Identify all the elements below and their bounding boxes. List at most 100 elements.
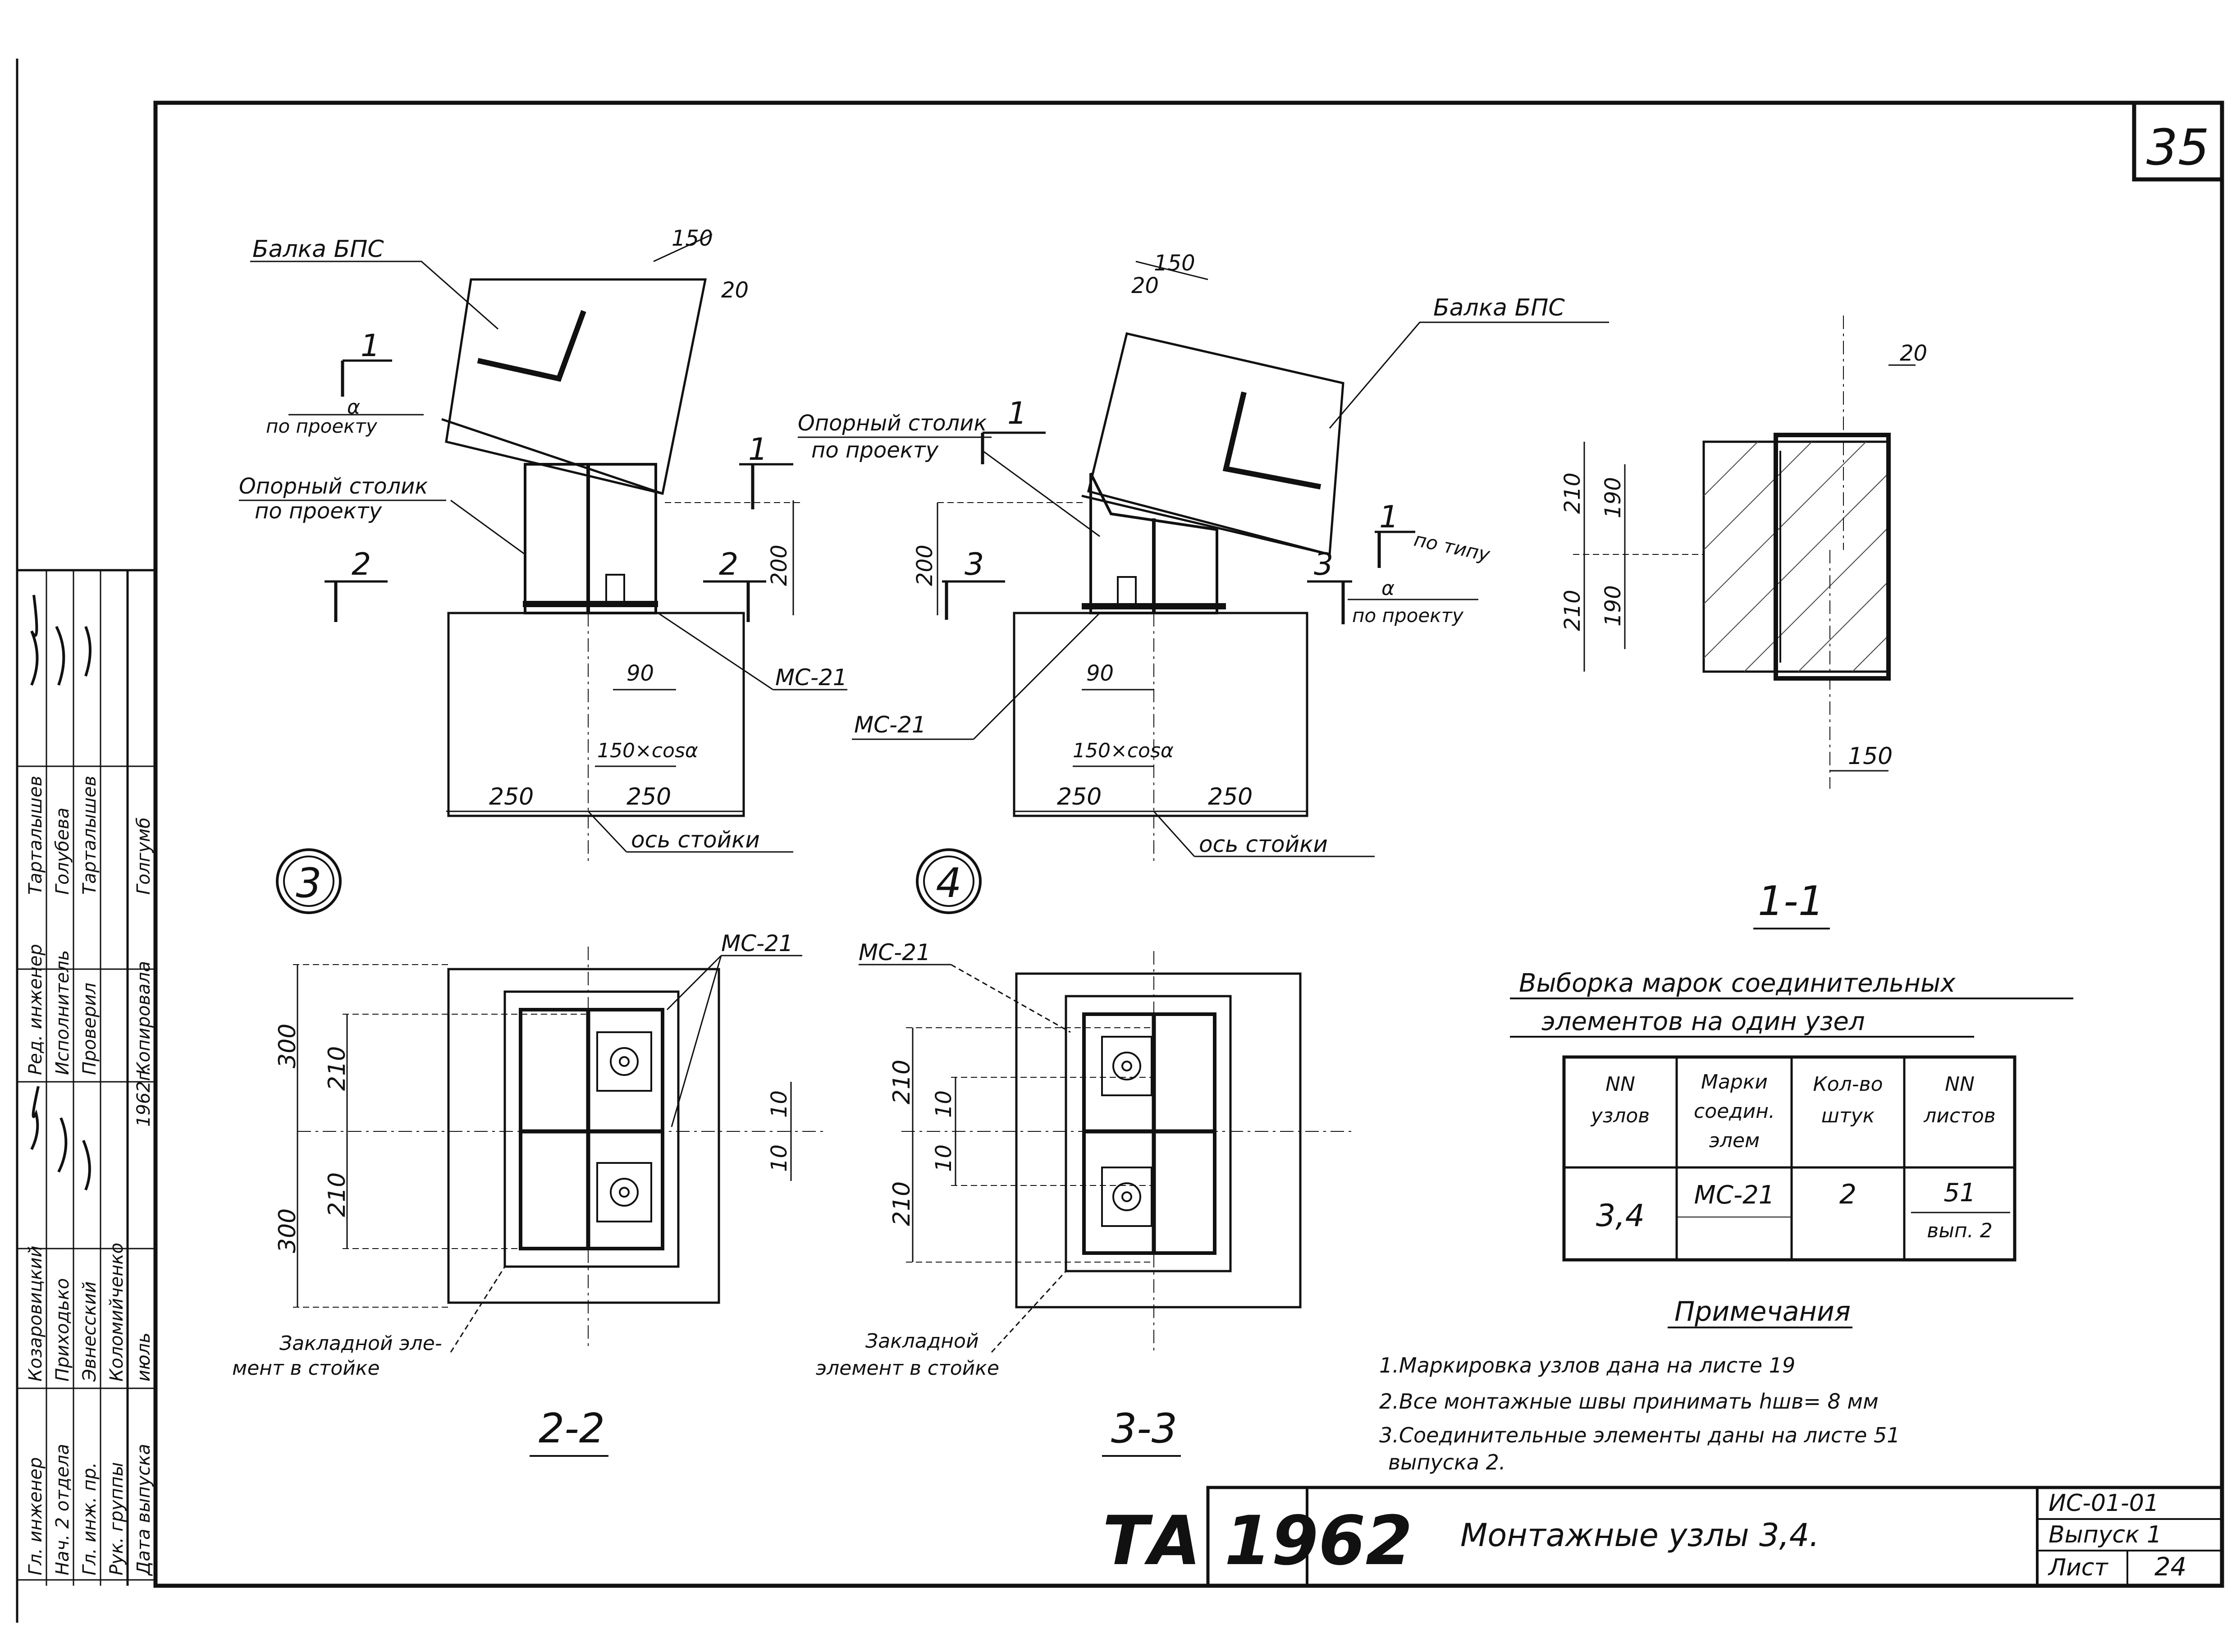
sec11-dim-190a: 190 — [1600, 477, 1626, 518]
sec33-label: 3-3 — [1111, 1405, 1177, 1452]
support-table — [524, 463, 657, 614]
node3-dim-150: 150 — [672, 226, 713, 251]
node4-support-l2: по проекту — [811, 438, 939, 463]
sec22-caption-l1: Закладной эле- — [279, 1332, 442, 1355]
sec22-dim-300a: 300 — [274, 1024, 301, 1068]
node4-dim-150cos: 150×cosα — [1073, 739, 1174, 762]
table-title-l1: Выборка марок соединительных — [1519, 969, 1956, 998]
title-block: ТА 1962 Монтажные узлы 3,4. ИС-01-01 Вып… — [1102, 1486, 2224, 1588]
section-3-3: 210 10 10 210 МС-21 Закладной элемент в … — [816, 939, 1352, 1457]
sec33-caption-l1: Закладной — [865, 1330, 979, 1353]
node4-section1-right: 1 — [1379, 499, 1399, 535]
node3-dim-90: 90 — [626, 661, 654, 686]
node4-marker-circle — [916, 848, 982, 914]
sec22-dim-300b: 300 — [274, 1208, 301, 1253]
beam — [1087, 332, 1344, 556]
sec22-dim-210b: 210 — [324, 1172, 351, 1217]
stamp-name-5: июль — [133, 1332, 154, 1382]
stamp-year: 1962г. — [133, 1066, 154, 1127]
corner-box — [2132, 101, 2224, 182]
stamp-name-1: Козаровицкий — [25, 1246, 46, 1382]
node4-dim-150: 150 — [1154, 251, 1195, 276]
selection-table: Выборка марок соединительных элементов н… — [1510, 969, 2073, 1262]
section-2-2: 300 210 300 210 10 10 МС-21 Закладной эл… — [232, 930, 825, 1457]
node3-support-l1: Опорный столик — [239, 474, 428, 499]
sec22-label: 2-2 — [539, 1405, 605, 1452]
sec22-caption-l2: мент в стойке — [232, 1357, 380, 1380]
node3-section1-top: 1 — [361, 328, 380, 364]
node4-section1-top: 1 — [1007, 396, 1027, 431]
beam — [445, 278, 707, 495]
sec33-dim-210b: 210 — [888, 1181, 915, 1226]
stamp-name-3: Эвнесский — [79, 1281, 100, 1382]
section-1-1: 20 210 190 210 190 150 1-1 — [1560, 316, 1927, 929]
node4-support-l1: Опорный столик — [798, 411, 987, 436]
th-count-2: штук — [1821, 1104, 1875, 1127]
td-count: 2 — [1839, 1179, 1856, 1210]
stamp-name-2: Приходько — [52, 1278, 73, 1382]
node3-axis: ось стойки — [631, 827, 760, 853]
node3-dim-250-left: 250 — [489, 783, 534, 810]
node3-beam-label: Балка БПС — [252, 236, 384, 263]
stamp-role-4: Рук. группы — [106, 1462, 127, 1575]
td-issue: вып. 2 — [1927, 1219, 1992, 1242]
th-sheets-1: NN — [1945, 1073, 1975, 1096]
sheet-frame: 35 — [16, 59, 2224, 1623]
stamp-name-4: Коломийченко — [106, 1243, 127, 1382]
sheet-label: Лист — [2048, 1554, 2108, 1581]
node3-dim-20: 20 — [721, 278, 749, 303]
node4-angle-note: по проекту — [1352, 604, 1464, 627]
sec22-part: МС-21 — [721, 930, 793, 956]
node4-angle: α — [1381, 577, 1395, 600]
approval-stamp: Гл. инженер Нач. 2 отдела Гл. инж. пр. Р… — [17, 569, 155, 1586]
node4-dim-250-right: 250 — [1208, 783, 1253, 810]
stamp-name2-2: Голубева — [52, 808, 73, 895]
stamp-name2-1: Тарталышев — [25, 776, 46, 895]
node4-dim-250-left: 250 — [1057, 783, 1102, 810]
th-sheets-2: листов — [1923, 1104, 1995, 1127]
node3-dim-250-right: 250 — [626, 783, 671, 810]
corner-number: 35 — [2146, 119, 2209, 176]
stamp-role2-2: Исполнитель — [52, 950, 73, 1075]
note-1: 1.Маркировка узлов дана на листе 19 — [1379, 1353, 1795, 1377]
node4-section3-right: 3 — [1314, 547, 1333, 582]
stamp-role-2: Нач. 2 отдела — [52, 1444, 73, 1575]
sheet-code: ИС-01-01 — [2049, 1490, 2159, 1517]
td-nodes: 3,4 — [1596, 1198, 1645, 1234]
sec11-dim-20: 20 — [1900, 341, 1927, 366]
logo: ТА 1962 — [1102, 1502, 1413, 1580]
stamp-name2-5: Голгумб — [133, 817, 154, 895]
notes: Примечания 1.Маркировка узлов дана на ли… — [1379, 1296, 1900, 1474]
th-count-1: Кол-во — [1813, 1073, 1883, 1096]
sec22-dim-210a: 210 — [324, 1046, 351, 1091]
node-3-elevation: Балка БПС 1 α по проекту 1 Опорный столи… — [239, 226, 847, 865]
node3-support-l2: по проекту — [255, 499, 382, 524]
th-nodes-2: узлов — [1590, 1104, 1650, 1127]
node3-section2-right: 2 — [719, 547, 738, 582]
stamp-role2-5: Копировала — [133, 961, 154, 1075]
sec33-dim-10a: 10 — [931, 1090, 956, 1118]
table-title-l2: элементов на один узел — [1541, 1007, 1865, 1036]
sec33-part: МС-21 — [859, 939, 931, 966]
stamp-role2-1: Ред. инженер — [25, 944, 46, 1075]
node4-marker: 4 — [936, 860, 961, 907]
sec22-dim-10a: 10 — [767, 1090, 792, 1118]
node4-section3-left: 3 — [965, 547, 984, 582]
note-4: выпуска 2. — [1388, 1450, 1506, 1474]
node3-angle-note: по проекту — [266, 415, 378, 437]
sheet-issue: Выпуск 1 — [2049, 1521, 2162, 1548]
sec11-label: 1-1 — [1758, 878, 1824, 925]
node4-dim-20: 20 — [1131, 273, 1159, 298]
sec11-dim-210a: 210 — [1560, 472, 1585, 514]
sec11-dim-210b: 210 — [1560, 590, 1585, 631]
node3-marker: 3 — [296, 860, 321, 907]
node3-marker-circle — [276, 848, 342, 914]
node3-part: МС-21 — [775, 664, 847, 691]
note-3: 3.Соединительные элементы даны на листе … — [1379, 1423, 1900, 1447]
node3-section2-left: 2 — [352, 547, 371, 582]
node4-beam-label: Балка БПС — [1433, 294, 1565, 321]
node3-dim-150cos: 150×cosα — [597, 739, 698, 762]
sec33-caption-l2: элемент в стойке — [816, 1357, 999, 1380]
node4-dim-200: 200 — [912, 545, 937, 586]
